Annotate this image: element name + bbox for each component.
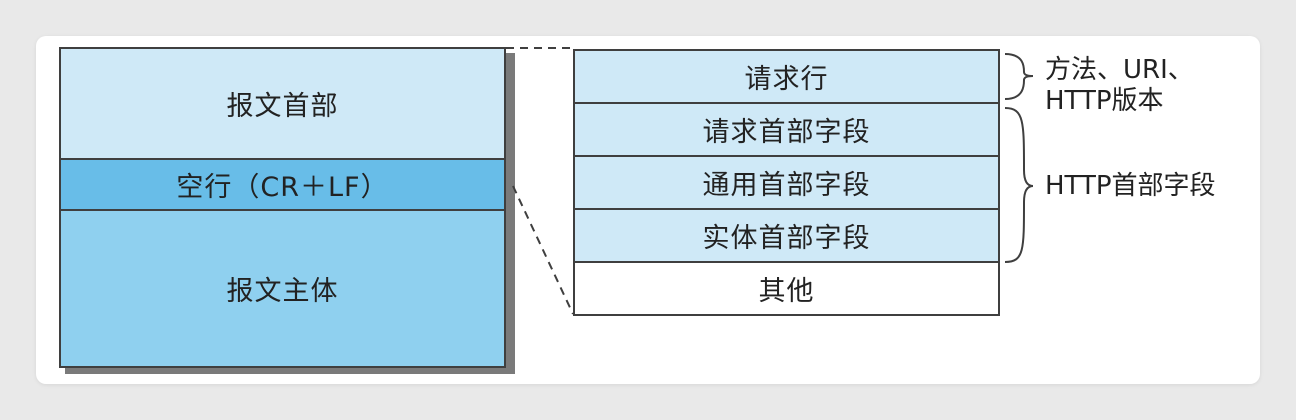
diagonal-dashed-connector [512,185,574,315]
request-header-fields-label: 请求首部字段 [702,117,871,148]
request-line-annotation: 方法、URI、 HTTP版本 [1045,55,1194,116]
message-header-label: 报文首部 [226,91,339,122]
blank-line-cell: 空行（CR＋LF） [59,158,506,211]
header-fields-annotation: HTTP首部字段 [1045,171,1216,202]
header-fields-brace-icon [1004,107,1034,263]
request-line-annotation-line1: 方法、URI、 [1045,55,1194,85]
header-fields-annotation-label: HTTP首部字段 [1045,171,1216,201]
request-line-cell: 请求行 [573,49,1000,104]
request-line-annotation-line2: HTTP版本 [1045,85,1164,116]
other-label: 其他 [758,276,815,307]
request-line-label: 请求行 [744,64,829,95]
other-cell: 其他 [573,261,1000,316]
request-header-fields-cell: 请求首部字段 [573,102,1000,157]
general-header-fields-label: 通用首部字段 [702,170,871,201]
message-body-cell: 报文主体 [59,209,506,368]
message-body-label: 报文主体 [226,276,339,307]
entity-header-fields-label: 实体首部字段 [702,223,871,254]
blank-line-label: 空行（CR＋LF） [176,172,389,203]
message-header-cell: 报文首部 [59,47,506,160]
request-line-brace-icon [1004,53,1034,100]
general-header-fields-cell: 通用首部字段 [573,155,1000,210]
